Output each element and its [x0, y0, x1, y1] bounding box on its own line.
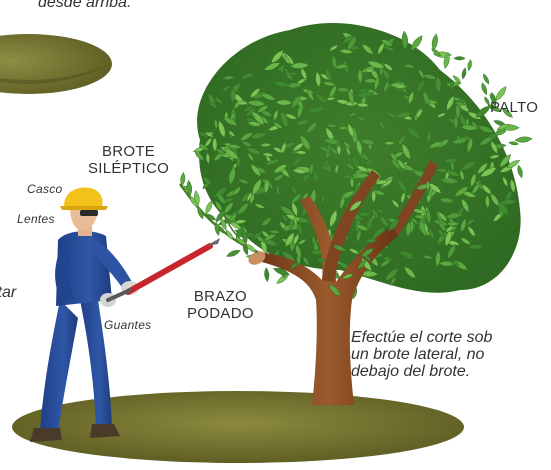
label-brazo-podado: BRAZO PODADO — [187, 288, 254, 322]
instruction-note: Efectúe el corte sob un brote lateral, n… — [351, 329, 492, 380]
leaf — [516, 165, 523, 179]
leaf — [508, 141, 518, 146]
ground-disk — [12, 391, 464, 463]
leaf — [461, 67, 467, 79]
helmet — [64, 188, 103, 206]
leaf — [480, 82, 488, 96]
label-brazo-line2: PODADO — [187, 305, 254, 322]
label-brote-siléptico: BROTE SILÉPTICO — [88, 143, 169, 177]
label-casco: Casco — [27, 182, 63, 196]
leaf — [264, 267, 270, 282]
leaf — [467, 59, 473, 71]
leaf — [226, 248, 242, 258]
label-palto: PALTO — [490, 99, 538, 116]
label-brote-line2: SILÉPTICO — [88, 160, 169, 177]
ground-disk-left — [0, 34, 112, 94]
label-brote-line1: BROTE — [102, 143, 155, 160]
instruction-line2: un brote lateral, no — [351, 346, 492, 363]
label-guantes: Guantes — [104, 318, 151, 332]
instruction-line3: debajo del brote. — [351, 363, 492, 380]
leaf — [431, 33, 439, 51]
label-lentes: Lentes — [17, 212, 55, 226]
instruction-line1: Efectúe el corte sob — [351, 329, 492, 346]
leaf — [515, 136, 533, 143]
left-note-fragment: itar — [0, 284, 16, 301]
top-note-fragment: desde arriba. — [38, 0, 131, 11]
label-brazo-line1: BRAZO — [194, 288, 247, 305]
leaf — [454, 56, 466, 60]
